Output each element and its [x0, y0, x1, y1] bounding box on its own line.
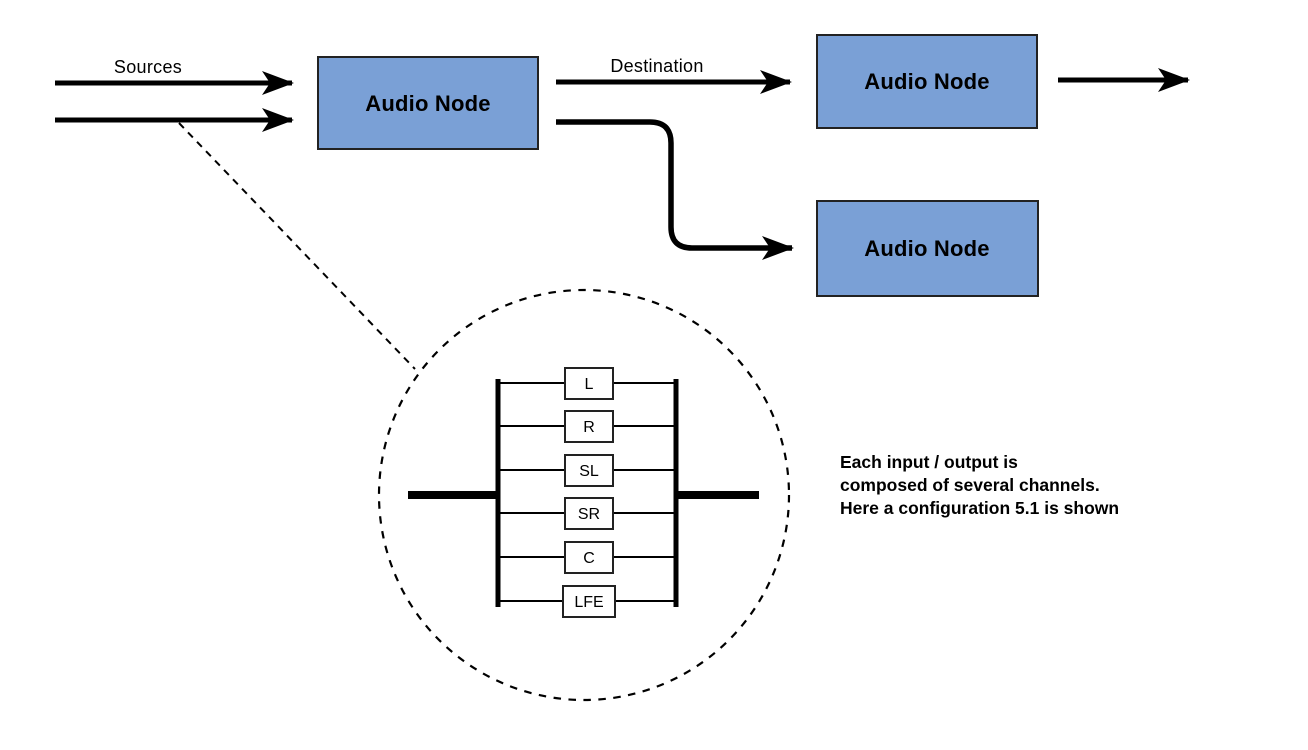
- zoom-callout-circle: [377, 288, 791, 702]
- channel-note-line-2: composed of several channels.: [840, 475, 1100, 495]
- audio-node-2: Audio Node: [816, 34, 1038, 129]
- channel-box-lfe-rect: [562, 585, 616, 618]
- channel-note-line-3: Here a configuration 5.1 is shown: [840, 498, 1119, 518]
- zoom-callout-connector: [178, 122, 416, 370]
- channel-box-c-rect: [564, 541, 614, 574]
- channel-box-sr: SR: [564, 497, 614, 530]
- channel-box-c: C: [564, 541, 614, 574]
- channel-note: Each input / output is composed of sever…: [840, 452, 1119, 518]
- audio-node-2-box: [816, 34, 1038, 129]
- audio-node-2-label: Audio Node: [864, 69, 989, 94]
- audio-node-3-box: [816, 200, 1039, 297]
- channel-box-sl: SL: [564, 454, 614, 487]
- channel-box-l-label: L: [585, 376, 594, 393]
- channel-box-sr-rect: [564, 497, 614, 530]
- channel-box-r: R: [564, 410, 614, 443]
- sources-label: Sources: [114, 57, 182, 77]
- channel-box-sl-rect: [564, 454, 614, 487]
- channel-box-lfe-label: LFE: [574, 594, 603, 611]
- audio-node-1-box: [317, 56, 539, 150]
- destination-label: Destination: [610, 56, 703, 76]
- channel-box-sl-label: SL: [579, 463, 599, 480]
- elbow-connector-arrow: [556, 119, 794, 260]
- channel-box-r-rect: [564, 410, 614, 443]
- channel-box-c-label: C: [583, 550, 595, 567]
- channel-box-r-label: R: [583, 419, 595, 436]
- channel-box-l: L: [564, 367, 614, 400]
- channel-note-line-1: Each input / output is: [840, 452, 1018, 472]
- channel-detail: L R SL SR C LFE: [408, 367, 759, 618]
- channel-box-lfe: LFE: [562, 585, 616, 618]
- channel-box-l-rect: [564, 367, 614, 400]
- audio-node-1-label: Audio Node: [365, 91, 490, 116]
- audio-node-3: Audio Node: [816, 200, 1039, 297]
- audio-node-1: Audio Node: [317, 56, 539, 150]
- channel-box-sr-label: SR: [578, 506, 600, 523]
- audio-node-3-label: Audio Node: [864, 236, 989, 261]
